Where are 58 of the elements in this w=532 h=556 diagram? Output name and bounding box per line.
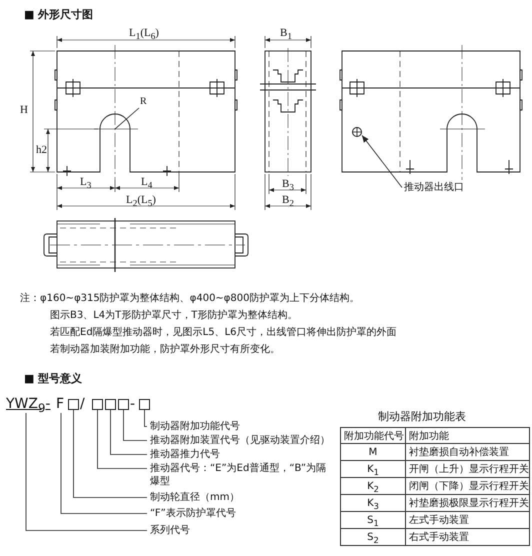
code-placeholder-box (92, 399, 103, 410)
callout-text: 制动轮直径（mm） (150, 491, 335, 504)
callout-text: “F”表示防护罩代号 (150, 507, 335, 520)
leader-line (110, 410, 148, 455)
dimension-label: B$_{3}$ (282, 178, 294, 194)
table-cell: S$_{2}$ (340, 529, 406, 546)
table-cell: 开闸（上升）显示行程开关 (406, 461, 530, 478)
leader-line (144, 410, 148, 427)
note-text: 注：φ160~φ315防护罩为整体结构、φ400~φ800防护罩为上下分体结构。 (20, 292, 360, 305)
table-cell: 衬垫磨损自动补偿装置 (406, 444, 530, 461)
dimension-label: h2 (36, 144, 47, 156)
table-cell: 衬垫磨损极限显示行程开关 (406, 495, 530, 512)
callout-text: 推动器代号：“E”为Ed普通型，“B”为隔爆型 (150, 462, 335, 488)
leader-line (114, 108, 140, 130)
table-cell: 右式手动装置 (406, 529, 530, 546)
code-placeholder-box (68, 399, 79, 410)
table-cell: 闭闸（下降）显示行程开关 (406, 478, 530, 495)
table-title: 制动器附加功能表 (378, 410, 466, 424)
model-code-text: - (130, 396, 136, 413)
model-code-text: YWZ$_{9}$- (6, 396, 50, 417)
dimension-label: L$_{1}$(L$_{6}$) (129, 27, 159, 42)
table-cell: K$_{2}$ (340, 478, 406, 495)
callout-text: 制动器附加功能代号 (150, 420, 335, 433)
model-code-text: / (80, 396, 85, 413)
callout-text: 系列代号 (150, 524, 335, 537)
code-placeholder-box (105, 399, 116, 410)
note-text: 若制动器加装附加功能，防护罩外形尺寸有所变化。 (50, 343, 280, 356)
table-cell: 左式手动装置 (406, 512, 530, 529)
table-header-cell: 附加功能 (406, 427, 530, 444)
dimension-label: L$_{3}$ (80, 176, 92, 192)
dimension-label: L$_{2}$(L$_{5}$) (126, 194, 156, 210)
leader-line (362, 135, 402, 188)
dimension-label: H (20, 104, 28, 116)
dimension-label: B$_{1}$ (280, 27, 292, 42)
leader-line (26, 412, 148, 531)
dimension-label: R (140, 96, 150, 108)
note-text: 若匹配Ed隔爆型推动器时，见图示L5、L6尺寸，出线管口将伸出防护罩的外面 (50, 326, 397, 339)
cable-outlet-symbol (352, 127, 362, 137)
callout-text: 推动器出线口 (404, 181, 474, 194)
model-code-text: F (56, 396, 66, 413)
leader-line (60, 412, 148, 514)
table-cell: K$_{3}$ (340, 495, 406, 512)
section-heading: ■ 外形尺寸图 (24, 8, 94, 22)
leader-line (123, 410, 148, 441)
table-header-cell: 附加功能代号 (340, 427, 406, 444)
callout-text: 推动器推力代号 (150, 448, 335, 461)
dimension-label: L$_{4}$ (141, 176, 152, 192)
leader-line (73, 410, 148, 498)
code-placeholder-box (139, 399, 150, 410)
leader-line (97, 410, 148, 469)
table-cell: S$_{1}$ (340, 512, 406, 529)
section-heading: ■ 型号意义 (24, 372, 82, 386)
table-cell: M (340, 444, 406, 461)
dimension-label: B$_{2}$ (282, 194, 294, 210)
table-cell: K$_{1}$ (340, 461, 406, 478)
callout-text: 推动器附加装置代号（见驱动装置介绍） (150, 434, 335, 447)
note-text: 图示B3、L4为T形防护罩尺寸，T形防护罩为整体结构。 (50, 309, 298, 322)
code-placeholder-box (118, 399, 129, 410)
